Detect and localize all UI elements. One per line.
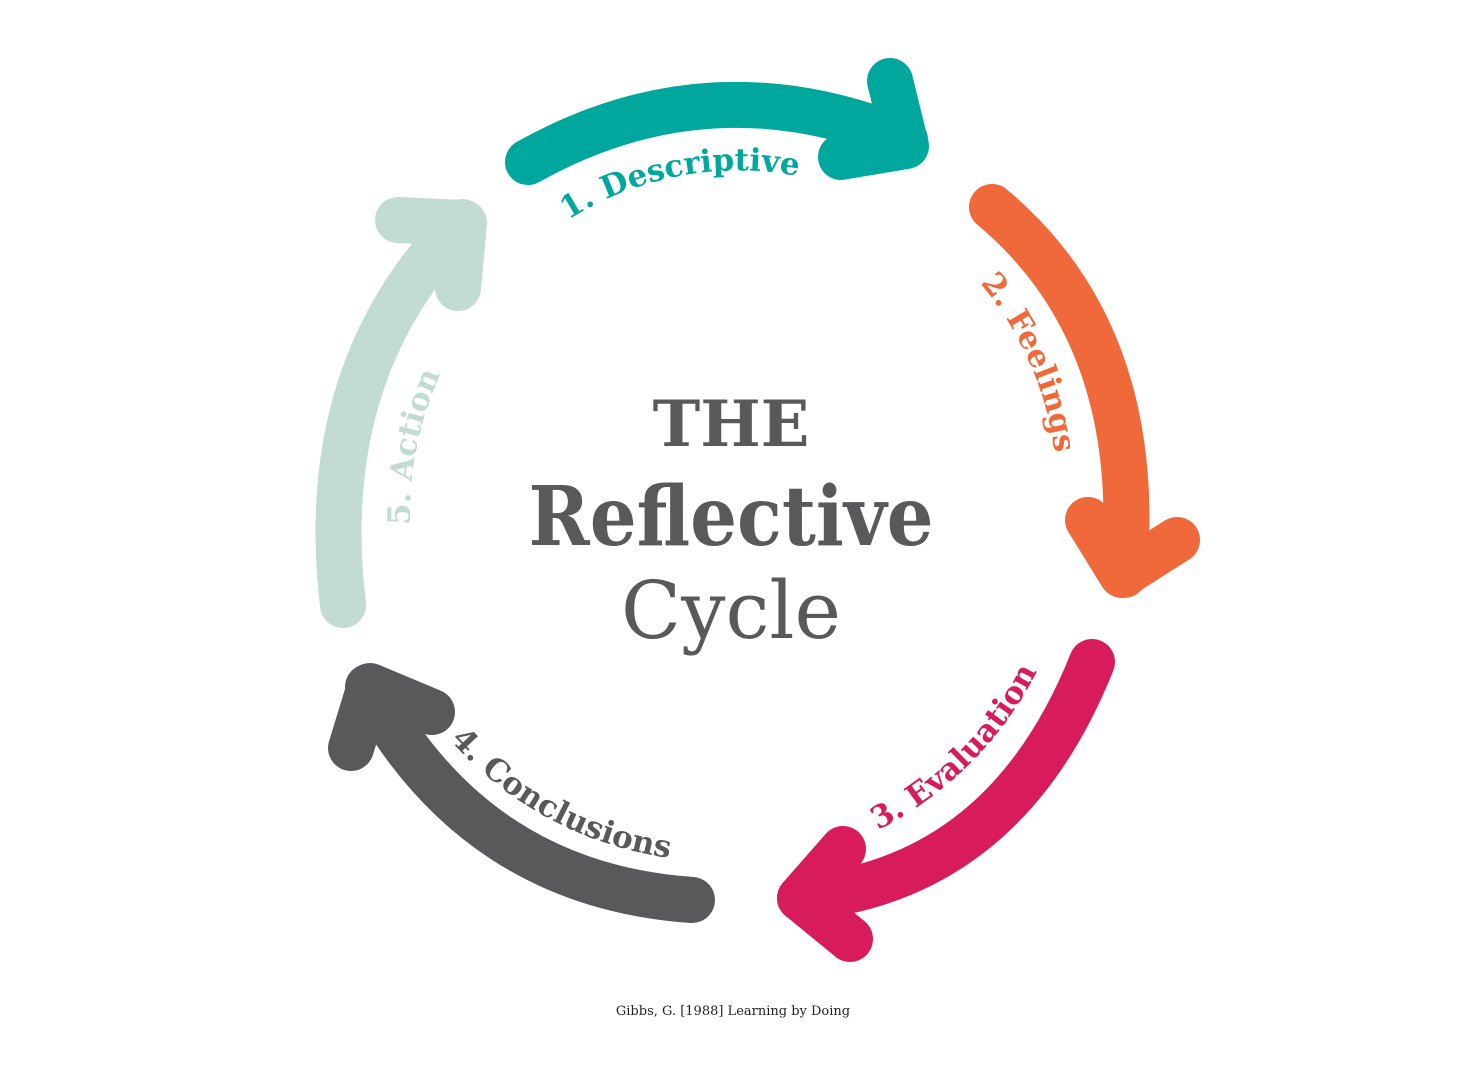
evaluation-arrowhead: [777, 826, 873, 962]
citation: Gibbs, G. [1988] Learning by Doing: [616, 1004, 850, 1019]
action-arc: [315, 199, 485, 628]
stage-label-action: 5. Action: [382, 363, 448, 525]
descriptive-arc: [505, 81, 928, 185]
title-line-the: THE: [653, 387, 810, 462]
feelings-arrow: [969, 184, 1200, 598]
title-line-cycle: Cycle: [621, 564, 841, 657]
title-line-reflective: Reflective: [529, 469, 934, 565]
action-arrowhead: [375, 197, 487, 311]
conclusions-arrowhead: [328, 663, 455, 771]
descriptive-arrow: [505, 58, 929, 185]
center-title: THE Reflective Cycle: [529, 387, 934, 657]
action-arrow: [315, 197, 487, 628]
conclusions-arc: [345, 664, 715, 923]
feelings-arrowhead: [1065, 497, 1200, 598]
descriptive-arrowhead: [818, 58, 929, 180]
conclusions-arrow: [328, 663, 715, 923]
evaluation-arrow: [777, 639, 1115, 962]
feelings-arc: [969, 184, 1150, 598]
evaluation-arc: [777, 639, 1115, 921]
